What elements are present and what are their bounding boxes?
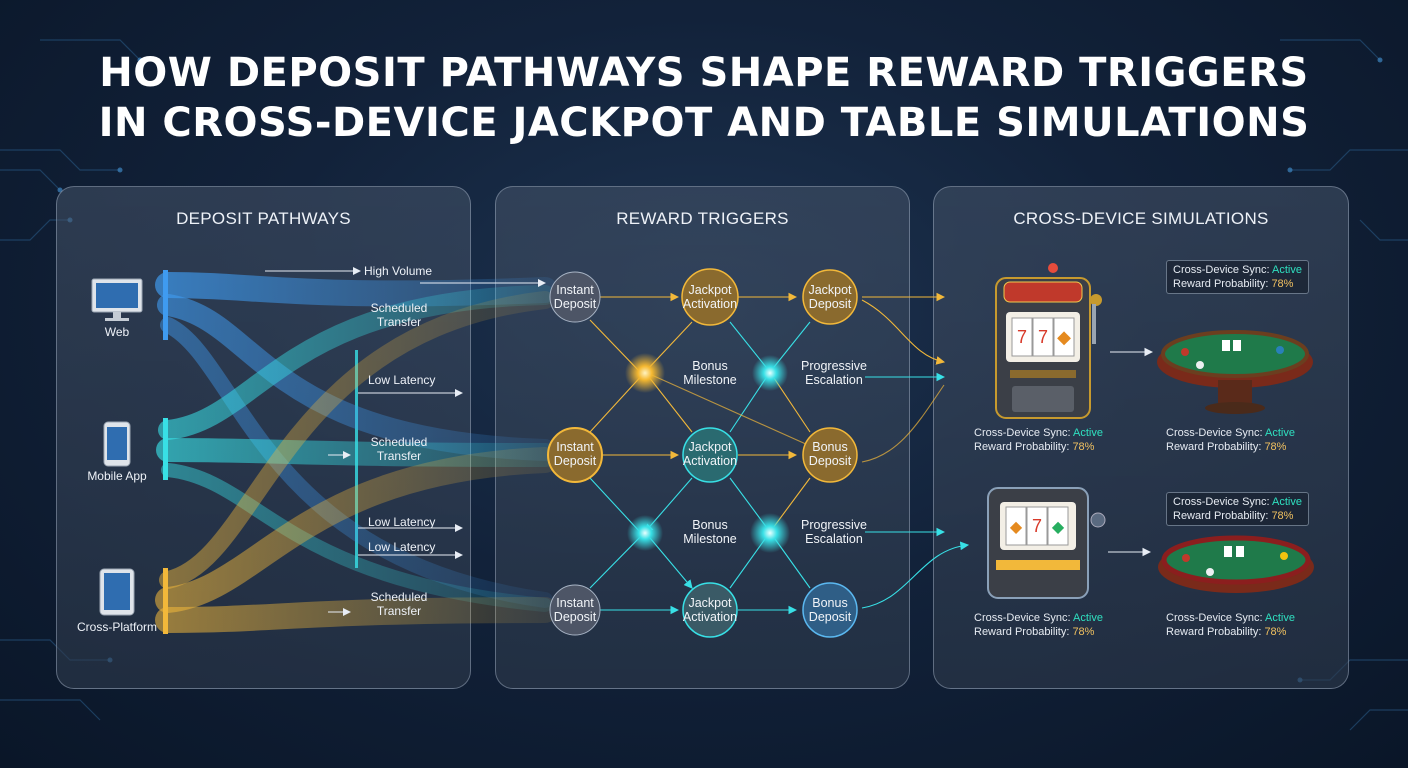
node-label-progressive-escalation: Progressive Escalation (801, 518, 867, 546)
probability-value: 78% (1271, 278, 1294, 290)
ribbon-cp-mid (155, 447, 558, 613)
sync-label: Cross-Device Sync: (1173, 264, 1270, 276)
probability-value: 78% (1264, 626, 1287, 638)
slot-machine-icon: ◆ 7 ◆ (987, 487, 1106, 599)
sync-value: Active (1265, 612, 1295, 624)
svg-text:7: 7 (1032, 516, 1042, 536)
node-jackpot-deposit[interactable] (802, 269, 858, 325)
deposit-pathways-heading: DEPOSIT PATHWAYS (176, 209, 351, 228)
flow-label-low-latency: Low Latency (368, 540, 436, 554)
sync-label: Cross-Device Sync: (1173, 496, 1270, 508)
device-label-web: Web (104, 325, 130, 339)
node-instant-deposit[interactable] (549, 271, 601, 323)
node-jackpot-activation[interactable] (681, 268, 739, 326)
cross-device-simulations-heading: CROSS-DEVICE SIMULATIONS (1013, 209, 1269, 228)
node-label-bonus-milestone: Bonus Milestone (683, 359, 737, 387)
sync-value: Active (1272, 496, 1302, 508)
ribbon-cp-top (159, 291, 554, 589)
probability-label: Reward Probability: (974, 441, 1070, 453)
probability-value: 78% (1264, 441, 1287, 453)
node-label-bonus-deposit: Bonus Deposit (808, 440, 852, 468)
monitor-icon (91, 278, 143, 321)
status-box-table-1-lower: Cross-Device Sync: Active Reward Probabi… (1166, 426, 1295, 454)
sync-label: Cross-Device Sync: (974, 612, 1071, 624)
device-label-cross-platform: Cross-Platform (76, 620, 157, 634)
node-label-instant-deposit: Instant Deposit (553, 283, 597, 311)
smartphone-icon (103, 421, 131, 467)
probability-label: Reward Probability: (1166, 626, 1262, 638)
probability-value: 78% (1271, 510, 1294, 522)
ribbon-mobile-mid (156, 438, 557, 467)
node-label-jackpot-deposit: Jackpot Deposit (808, 283, 852, 311)
status-box-table-2-lower: Cross-Device Sync: Active Reward Probabi… (1166, 611, 1295, 639)
probability-label: Reward Probability: (974, 626, 1070, 638)
sync-value: Active (1265, 427, 1295, 439)
node-label-jackpot-activation: Jackpot Activation (682, 596, 738, 624)
probability-label: Reward Probability: (1173, 278, 1269, 290)
node-label-progressive-escalation: Progressive Escalation (801, 359, 867, 387)
sync-value: Active (1073, 427, 1103, 439)
node-bonus-deposit[interactable] (802, 582, 858, 638)
sync-label: Cross-Device Sync: (1166, 427, 1263, 439)
svg-text:◆: ◆ (1057, 327, 1071, 347)
bonus-milestone-glow (625, 353, 665, 393)
svg-text:◆: ◆ (1010, 519, 1023, 536)
ribbon-mobile-top (158, 285, 555, 440)
progressive-escalation-glow (750, 513, 790, 553)
status-box-table-1: Cross-Device Sync: Active Reward Probabi… (1166, 260, 1309, 294)
sync-value: Active (1272, 264, 1302, 276)
flow-label-low-latency: Low Latency (368, 373, 436, 387)
title-line-1: HOW DEPOSIT PATHWAYS SHAPE REWARD TRIGGE… (99, 50, 1309, 96)
node-instant-deposit[interactable] (547, 427, 603, 483)
poker-table-icon (1157, 330, 1313, 414)
ribbon-web-mid (157, 294, 556, 461)
ribbon-cp-low (155, 597, 558, 633)
node-bonus-deposit[interactable] (802, 427, 858, 483)
probability-label: Reward Probability: (1166, 441, 1262, 453)
node-instant-deposit[interactable] (549, 584, 601, 636)
node-label-instant-deposit: Instant Deposit (553, 596, 597, 624)
node-label-bonus-deposit: Bonus Deposit (808, 596, 852, 624)
node-label-instant-deposit: Instant Deposit (553, 440, 597, 468)
probability-value: 78% (1072, 626, 1095, 638)
probability-value: 78% (1072, 441, 1095, 453)
device-label-mobile-app: Mobile App (87, 469, 147, 483)
tablet-icon (99, 568, 135, 616)
status-box-table-2: Cross-Device Sync: Active Reward Probabi… (1166, 492, 1309, 526)
page-title: HOW DEPOSIT PATHWAYS SHAPE REWARD TRIGGE… (0, 48, 1408, 148)
flow-label-low-latency: Low Latency (368, 515, 436, 529)
flow-label-scheduled-transfer: Scheduled Transfer (370, 301, 428, 329)
sync-value: Active (1073, 612, 1103, 624)
progressive-escalation-glow (752, 355, 788, 391)
probability-label: Reward Probability: (1173, 510, 1269, 522)
node-label-bonus-milestone: Bonus Milestone (683, 518, 737, 546)
bonus-milestone-glow (627, 515, 663, 551)
title-line-2: IN CROSS-DEVICE JACKPOT AND TABLE SIMULA… (98, 100, 1310, 146)
status-box-slot-2: Cross-Device Sync: Active Reward Probabi… (974, 611, 1103, 639)
sync-label: Cross-Device Sync: (974, 427, 1071, 439)
flow-label-scheduled-transfer: Scheduled Transfer (370, 590, 428, 618)
flow-label-high-volume: High Volume (364, 264, 433, 278)
reward-triggers-heading: REWARD TRIGGERS (616, 209, 789, 228)
svg-text:◆: ◆ (1052, 519, 1065, 536)
status-box-slot-1: Cross-Device Sync: Active Reward Probabi… (974, 426, 1103, 454)
sync-label: Cross-Device Sync: (1166, 612, 1263, 624)
node-label-jackpot-activation: Jackpot Activation (682, 283, 738, 311)
svg-text:7: 7 (1038, 327, 1048, 347)
slot-machine-icon: 7 7 ◆ (995, 263, 1102, 419)
node-label-jackpot-activation: Jackpot Activation (682, 440, 738, 468)
flow-label-scheduled-transfer: Scheduled Transfer (370, 435, 428, 463)
svg-text:7: 7 (1017, 327, 1027, 347)
poker-table-icon (1158, 535, 1314, 593)
node-jackpot-activation[interactable] (682, 427, 738, 483)
node-jackpot-activation[interactable] (682, 582, 738, 638)
